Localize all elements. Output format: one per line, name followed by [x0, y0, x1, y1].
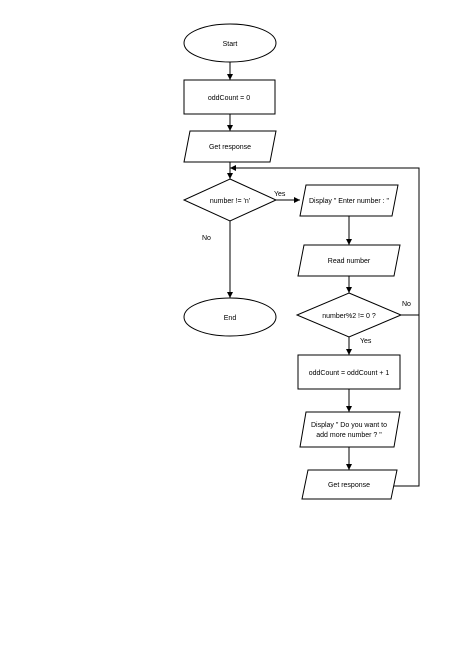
get-response-input-1: Get response [183, 130, 277, 163]
init-label: oddCount = 0 [208, 95, 250, 102]
display-enter-number-output: Display " Enter number : " [299, 184, 399, 217]
init-process: oddCount = 0 [183, 79, 276, 115]
get-response-label-1: Get response [209, 144, 251, 151]
loop-no-label: No [202, 235, 211, 242]
loop-yes-label: Yes [274, 191, 286, 198]
read-number-label: Read number [328, 258, 371, 265]
display-enter-number-label: Display " Enter number : " [309, 198, 390, 205]
odd-condition-decision: number%2 != 0 ? [295, 292, 403, 338]
odd-no-label: No [402, 301, 411, 308]
read-number-input: Read number [297, 244, 401, 277]
start-terminal: Start [183, 23, 277, 63]
end-label: End [224, 315, 237, 322]
increment-label: oddCount = oddCount + 1 [309, 370, 390, 377]
edge-loop-back [230, 165, 420, 487]
display-more-label-line1: Display " Do you want to [311, 422, 387, 429]
increment-process: oddCount = oddCount + 1 [297, 354, 401, 390]
start-label: Start [223, 41, 238, 48]
loop-condition-label: number != 'n' [210, 198, 250, 205]
get-response-input-2: Get response [301, 469, 398, 500]
odd-yes-label: Yes [360, 338, 372, 345]
odd-condition-label: number%2 != 0 ? [322, 313, 376, 320]
end-terminal: End [183, 297, 277, 337]
display-more-label-line2: add more number ? " [316, 432, 382, 439]
loop-condition-decision: number != 'n' [182, 178, 278, 222]
get-response-label-2: Get response [328, 482, 370, 489]
display-more-number-output: Display " Do you want to add more number… [299, 411, 401, 448]
